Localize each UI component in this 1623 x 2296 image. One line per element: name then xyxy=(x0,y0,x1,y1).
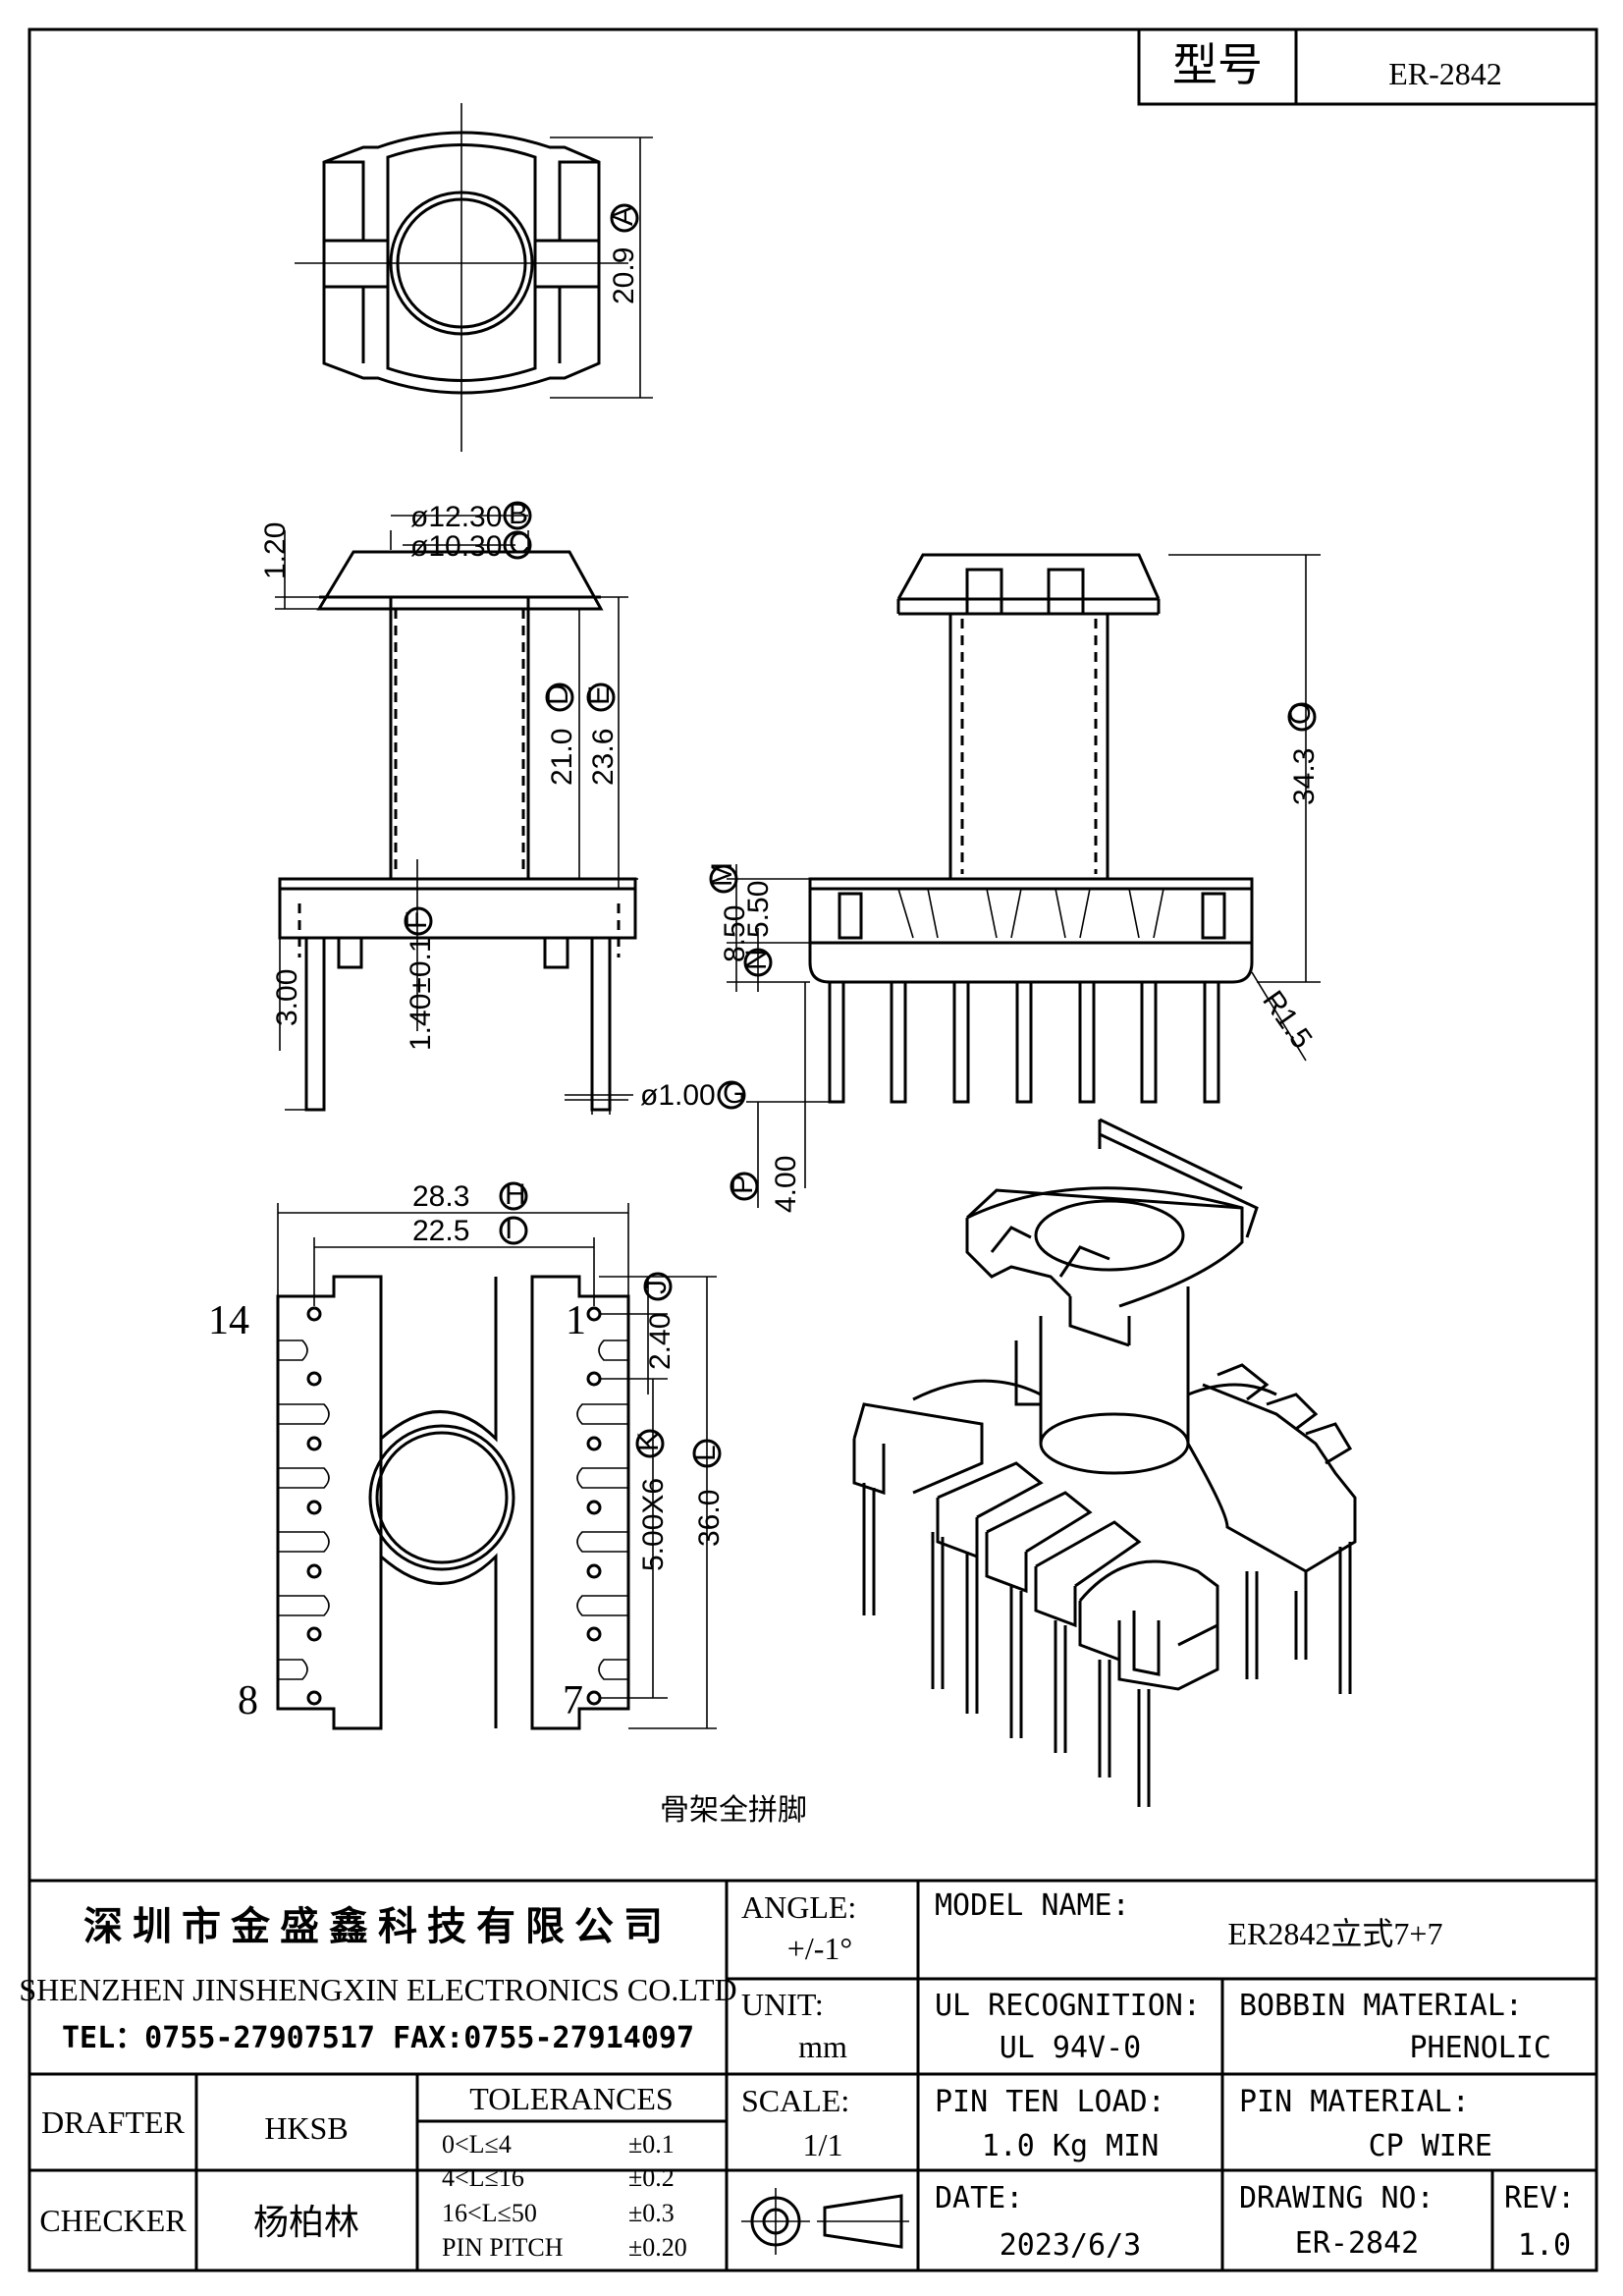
scale-value: 1/1 xyxy=(803,2127,843,2162)
dim-base-tag: M xyxy=(706,862,738,887)
dim-pin-ext-tag: P xyxy=(727,1175,759,1194)
dim-outer-dia: ø12.30 xyxy=(410,501,502,533)
dim-base: 8.50 xyxy=(719,905,751,962)
bottom-view-caption: 骨架全拼脚 xyxy=(660,1793,807,1828)
dim-outer-dia-tag: B xyxy=(509,498,528,530)
dim-height-tag: O xyxy=(1284,702,1317,725)
dim-first-tag: J xyxy=(640,1280,673,1294)
rev-value: 1.0 xyxy=(1518,2228,1571,2263)
pin-ten-load-value: 1.0 Kg MIN xyxy=(982,2129,1160,2163)
model-label: 型号 xyxy=(1172,38,1263,91)
dim-pin-dia: ø1.00 xyxy=(640,1079,716,1112)
top-view: 20.9 A xyxy=(295,103,653,452)
company-contact: TEL：0755-27907517 FAX:0755-27914097 xyxy=(62,2021,694,2055)
projection-symbol xyxy=(741,2188,909,2255)
pin-label-14: 14 xyxy=(208,1298,249,1343)
drafter-value: HKSB xyxy=(264,2110,348,2146)
dim-pin-len: 3.00 xyxy=(271,969,303,1026)
header-model-box: 型号 ER-2842 xyxy=(1137,27,1598,106)
tol-range-3: 16<L≤50 xyxy=(442,2199,537,2227)
checker-value: 杨柏林 xyxy=(253,2203,359,2243)
angle-value: +/-1° xyxy=(787,1931,852,1966)
tol-value-3: ±0.3 xyxy=(628,2199,675,2227)
tol-value-4: ±0.20 xyxy=(628,2233,687,2262)
dim-inner-dia: ø10.30 xyxy=(410,530,502,563)
dim-total: 23.6 xyxy=(587,729,620,786)
pin-label-8: 8 xyxy=(238,1678,258,1723)
dim-length: 36.0 xyxy=(693,1490,726,1547)
tol-range-4: PIN PITCH xyxy=(442,2233,564,2262)
dim-inner-dia-tag: C xyxy=(509,527,530,560)
dim-span-tag: H xyxy=(505,1178,526,1211)
drawing-no-value: ER-2842 xyxy=(1295,2226,1419,2261)
model-value: ER-2842 xyxy=(1388,56,1502,91)
dim-first: 2.40 xyxy=(644,1313,676,1370)
dim-width-tag: A xyxy=(607,206,639,226)
ul-label: UL RECOGNITION: xyxy=(935,1989,1201,2023)
dim-total-tag: E xyxy=(583,685,616,705)
dim-winding: 21.0 xyxy=(546,729,578,786)
company-name-cn: 深圳市金盛鑫科技有限公司 xyxy=(83,1904,673,1949)
scale-label: SCALE: xyxy=(741,2083,849,2118)
rev-label: REV: xyxy=(1504,2181,1575,2215)
model-name-value: ER2842立式7+7 xyxy=(1228,1916,1443,1951)
angle-label: ANGLE: xyxy=(741,1889,856,1925)
dim-base-inner-tag: N xyxy=(740,949,773,970)
pin-label-7: 7 xyxy=(563,1678,583,1723)
dim-pin-dia-tag: G xyxy=(723,1077,745,1110)
pin-label-1: 1 xyxy=(566,1298,586,1343)
pin-material-value: CP WIRE xyxy=(1369,2129,1492,2163)
checker-label: CHECKER xyxy=(39,2203,187,2238)
unit-value: mm xyxy=(798,2029,847,2064)
pin-ten-load-label: PIN TEN LOAD: xyxy=(935,2085,1165,2119)
dim-pin-ext: 4.00 xyxy=(770,1156,802,1213)
unit-label: UNIT: xyxy=(741,1987,824,2022)
bobbin-material-label: BOBBIN MATERIAL: xyxy=(1239,1989,1523,2023)
tol-value-2: ±0.2 xyxy=(628,2163,675,2192)
dim-flange: 1.20 xyxy=(259,522,292,579)
tol-range-1: 0<L≤4 xyxy=(442,2130,512,2159)
isometric-view xyxy=(852,1118,1357,1807)
dim-winding-tag: D xyxy=(542,683,574,705)
company-name-en: SHENZHEN JINSHENGXIN ELECTRONICS CO.LTD xyxy=(19,1972,736,2007)
date-value: 2023/6/3 xyxy=(1000,2228,1142,2263)
dim-base-inner: 5.50 xyxy=(742,881,775,938)
sheet-border xyxy=(27,27,1598,2272)
drawing-no-label: DRAWING NO: xyxy=(1239,2181,1434,2215)
dim-pitch-tag: K xyxy=(632,1432,665,1451)
pin-material-label: PIN MATERIAL: xyxy=(1239,2085,1470,2119)
dim-step: 1.40±0.1 xyxy=(405,936,437,1051)
front-view: 1.20 ø12.30 B ø10.30 C 21.0 D 23.6 E 1.4… xyxy=(259,498,746,1115)
tol-range-2: 4<L≤16 xyxy=(442,2163,524,2192)
dim-width: 20.9 xyxy=(608,247,640,304)
bottom-view: 28.3 H 22.5 I 2.40 J 5.00X6 K 36.0 L 14 … xyxy=(208,1178,807,1828)
side-view: 34.3 O 8.50 M 5.50 N R1.5 4.00 P xyxy=(706,553,1321,1213)
date-label: DATE: xyxy=(935,2181,1023,2215)
tol-value-1: ±0.1 xyxy=(628,2130,675,2159)
title-block: 深圳市金盛鑫科技有限公司 SHENZHEN JINSHENGXIN ELECTR… xyxy=(19,1879,1596,2270)
dim-pitch-row: 22.5 xyxy=(412,1215,469,1247)
bobbin-material-value: PHENOLIC xyxy=(1410,2031,1552,2065)
dim-pitch-row-tag: I xyxy=(505,1213,513,1245)
drafter-label: DRAFTER xyxy=(41,2105,185,2140)
dim-step-tag: F xyxy=(401,911,433,929)
ul-value: UL 94V-0 xyxy=(1000,2031,1142,2065)
dim-height: 34.3 xyxy=(1288,748,1321,805)
dim-length-tag: L xyxy=(689,1445,722,1461)
dim-span: 28.3 xyxy=(412,1180,469,1213)
model-name-label: MODEL NAME: xyxy=(935,1888,1130,1923)
dim-pitch: 5.00X6 xyxy=(637,1478,670,1571)
tolerances-label: TOLERANCES xyxy=(469,2081,673,2116)
